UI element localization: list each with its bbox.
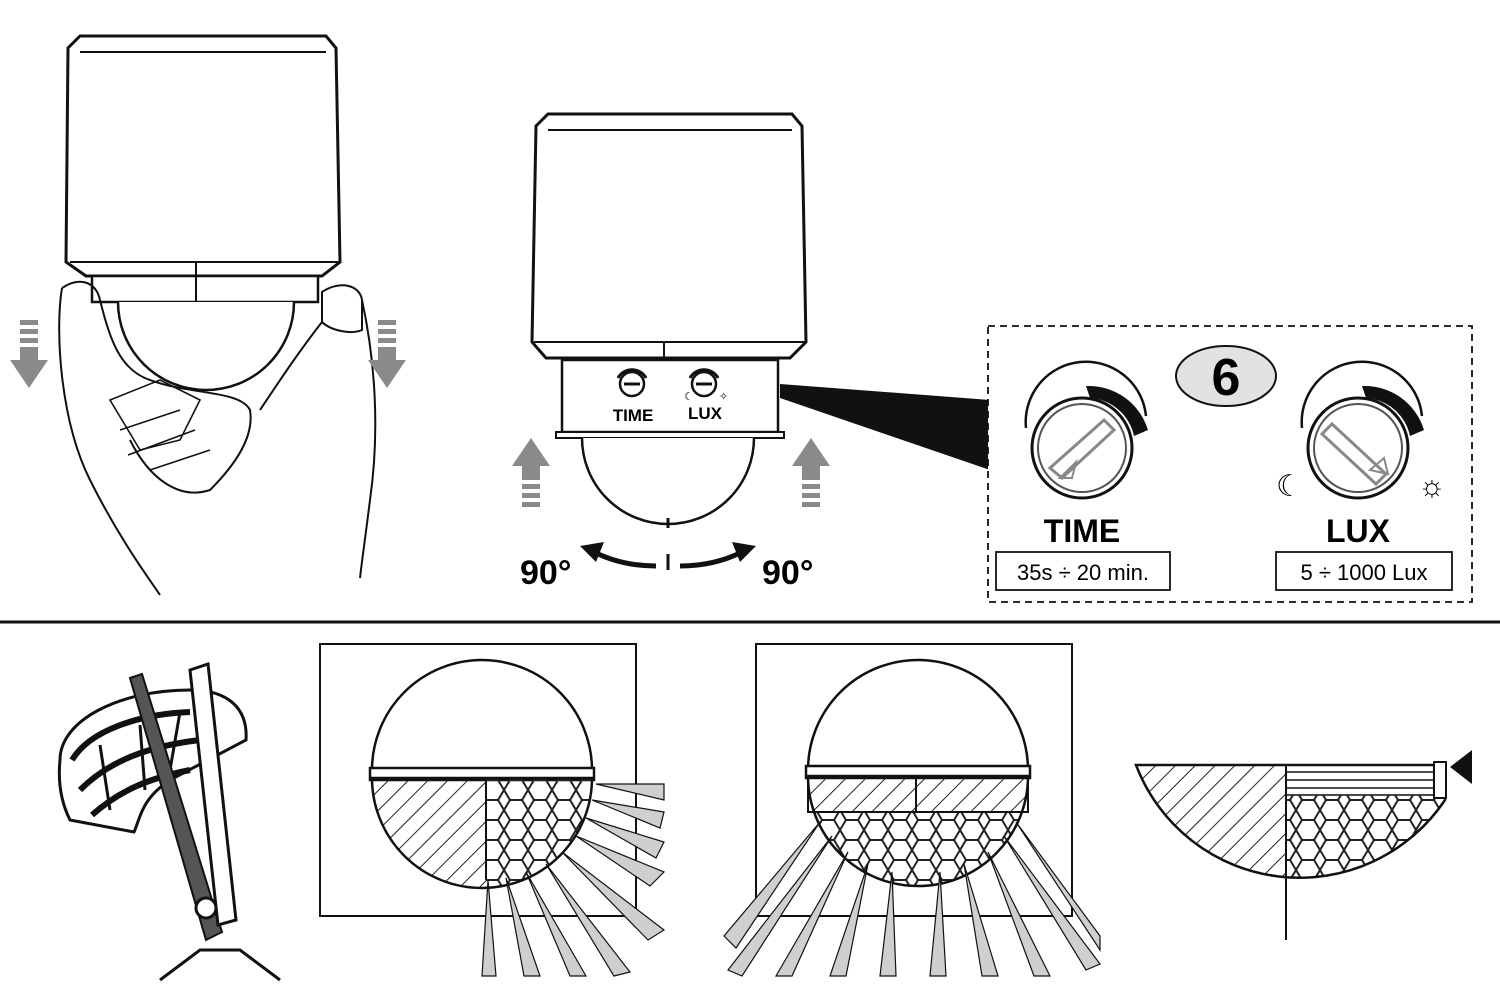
- moon-icon: ☾: [1276, 470, 1303, 503]
- time-dial-small: [616, 368, 648, 398]
- time-label: TIME: [1044, 513, 1120, 549]
- up-arrow-icon: [792, 438, 830, 507]
- lux-label-small: LUX: [688, 404, 723, 423]
- sun-icon: ✧: [719, 391, 728, 403]
- lens-bottom-mask-illustration: [723, 643, 1101, 977]
- callout-pointer: [780, 384, 990, 470]
- lens-side-view-illustration: [1134, 750, 1472, 940]
- lens-side-mask-illustration: [319, 643, 666, 977]
- left-angle-label: 90°: [520, 554, 571, 592]
- time-range-box: [995, 551, 1171, 591]
- lux-dial-small: [688, 368, 720, 398]
- step-number: 6: [1212, 349, 1241, 407]
- down-arrow-icon: [368, 320, 406, 388]
- time-label-small: TIME: [613, 406, 654, 425]
- lux-label: LUX: [1326, 513, 1391, 549]
- lux-dial: [1300, 360, 1424, 500]
- remove-cover-illustration: [10, 34, 406, 596]
- step-badge: [1175, 345, 1277, 407]
- curved-arrow-icon: [580, 542, 756, 570]
- lux-range: 5 ÷ 1000 Lux: [1300, 560, 1427, 585]
- sensor-unit-illustration: TIME LUX ☾ ✧ 90° 90°: [512, 112, 990, 592]
- settings-callout-box: 6 TIME 35s ÷ 20 min. ☾ ☼ LUX 5 ÷ 1000 Lu…: [987, 325, 1473, 603]
- time-range: 35s ÷ 20 min.: [1017, 560, 1149, 585]
- lux-range-box: [1275, 551, 1453, 591]
- moon-icon: ☾: [684, 391, 694, 403]
- down-arrow-icon: [10, 320, 48, 388]
- sun-icon: ☼: [1418, 470, 1446, 503]
- pointer-triangle: [1450, 750, 1472, 784]
- time-dial: [1024, 360, 1148, 500]
- up-arrow-icon: [512, 438, 550, 507]
- scissors-icon: [128, 661, 281, 982]
- right-angle-label: 90°: [762, 554, 813, 592]
- cut-lens-illustration: [57, 661, 281, 982]
